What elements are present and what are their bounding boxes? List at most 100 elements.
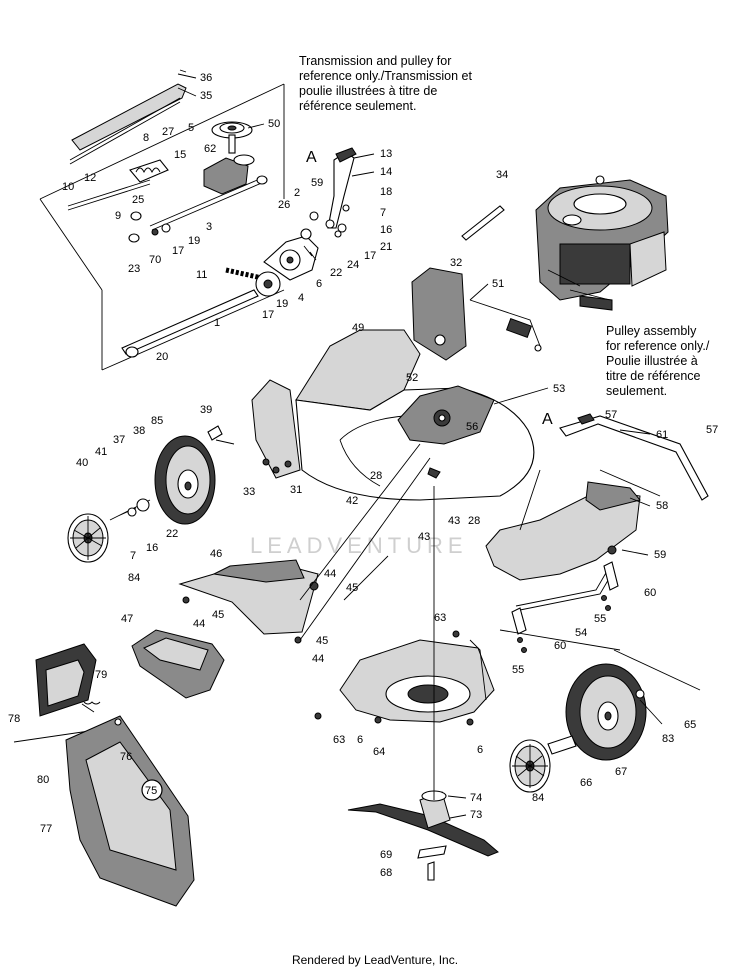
part-label: 78 [8, 713, 20, 725]
part-label: 51 [492, 278, 504, 290]
part-label: 18 [380, 186, 392, 198]
part-label: 33 [243, 486, 255, 498]
part-label: 40 [76, 457, 88, 469]
part-label: 14 [380, 166, 392, 178]
part-label: 74 [470, 792, 482, 804]
part-label: 50 [268, 118, 280, 130]
part-label: 28 [370, 470, 382, 482]
part-label: 11 [196, 269, 207, 281]
rear-bracket [251, 379, 301, 479]
part-label: 58 [656, 500, 668, 512]
part-label: 24 [347, 259, 359, 271]
circled-part-75: 75 [141, 779, 163, 801]
part-label: 22 [166, 528, 178, 540]
part-label: 68 [380, 867, 392, 879]
transmission-body [203, 157, 249, 195]
part-label: 49 [352, 322, 364, 334]
part-label: 44 [324, 568, 336, 580]
part-label: 55 [594, 613, 606, 625]
part-label: 10 [62, 181, 74, 193]
part-label: 8 [143, 132, 149, 144]
part-label: 55 [512, 664, 524, 676]
part-label: 3 [206, 221, 212, 233]
drive-chain [225, 267, 263, 281]
hubcap-right [509, 739, 551, 793]
height-adjuster-group [263, 147, 357, 281]
part-label: 45 [346, 582, 358, 594]
part-label: 84 [532, 792, 544, 804]
hubcap-left [67, 513, 109, 563]
part-label: 83 [662, 733, 674, 745]
part-label: 75 [145, 785, 157, 797]
part-label: 9 [115, 210, 121, 222]
part-label: 26 [278, 199, 290, 211]
hinge-rod [69, 97, 181, 165]
pulley-reference-note: Pulley assembly for reference only./ Pou… [606, 324, 710, 398]
rear-door-assembly [485, 481, 641, 653]
part-label: 6 [357, 734, 363, 746]
front-wheel-left [109, 425, 223, 525]
part-label: 16 [380, 224, 392, 236]
cable-tie [461, 205, 505, 241]
part-label: 7 [380, 207, 386, 219]
part-label: 62 [204, 143, 216, 155]
part-label: 43 [418, 531, 430, 543]
part-label: 4 [298, 292, 304, 304]
bag-rod [13, 729, 97, 743]
part-label: 67 [615, 766, 627, 778]
grass-catcher-frame [35, 643, 101, 717]
part-label: 25 [132, 194, 144, 206]
part-label: 23 [128, 263, 140, 275]
part-label: 45 [316, 635, 328, 647]
part-label: 56 [466, 421, 478, 433]
reference-mark-a: A [306, 149, 317, 166]
blade-baffle [314, 630, 495, 726]
transmission-assembly-group [39, 69, 285, 371]
part-label: 45 [212, 609, 224, 621]
part-label: 59 [311, 177, 323, 189]
part-label: 69 [380, 849, 392, 861]
wheel-gear [255, 271, 281, 297]
drive-rod [67, 179, 151, 211]
mower-deck [295, 329, 535, 501]
part-label: 27 [162, 126, 174, 138]
part-label: 41 [95, 446, 107, 458]
part-label: 32 [450, 257, 462, 269]
part-label: 34 [496, 169, 508, 181]
part-label: 19 [188, 235, 200, 247]
part-label: 79 [95, 669, 107, 681]
part-label: 76 [120, 751, 132, 763]
rear-shield [71, 83, 187, 151]
grass-catcher-bag [65, 715, 195, 907]
part-label: 80 [37, 774, 49, 786]
part-label: 28 [468, 515, 480, 527]
part-label: 6 [477, 744, 483, 756]
part-label: 54 [575, 627, 587, 639]
part-label: 7 [130, 550, 136, 562]
part-label: 60 [554, 640, 566, 652]
part-number-labels: 36 35 8 27 5 50 12 15 62 10 25 9 3 19 23… [8, 72, 718, 879]
part-label: 31 [290, 484, 302, 496]
rear-wheel-right [547, 663, 647, 761]
part-label: 57 [706, 424, 718, 436]
part-label: 39 [200, 404, 212, 416]
part-label: 36 [200, 72, 212, 84]
part-label: 77 [40, 823, 52, 835]
part-label: 46 [210, 548, 222, 560]
part-label: 60 [644, 587, 656, 599]
part-label: 63 [333, 734, 345, 746]
part-label: 1 [214, 317, 220, 329]
part-label: 20 [156, 351, 168, 363]
part-label: 63 [434, 612, 446, 624]
part-label: 2 [294, 187, 300, 199]
part-label: 13 [380, 148, 392, 160]
part-label: 59 [654, 549, 666, 561]
part-label: 17 [262, 309, 274, 321]
part-label: 85 [151, 415, 163, 427]
reference-mark-a: A [542, 411, 553, 428]
adjuster-lever [327, 151, 355, 229]
part-label: 5 [188, 122, 194, 134]
part-label: 6 [316, 278, 322, 290]
part-label: 64 [373, 746, 385, 758]
